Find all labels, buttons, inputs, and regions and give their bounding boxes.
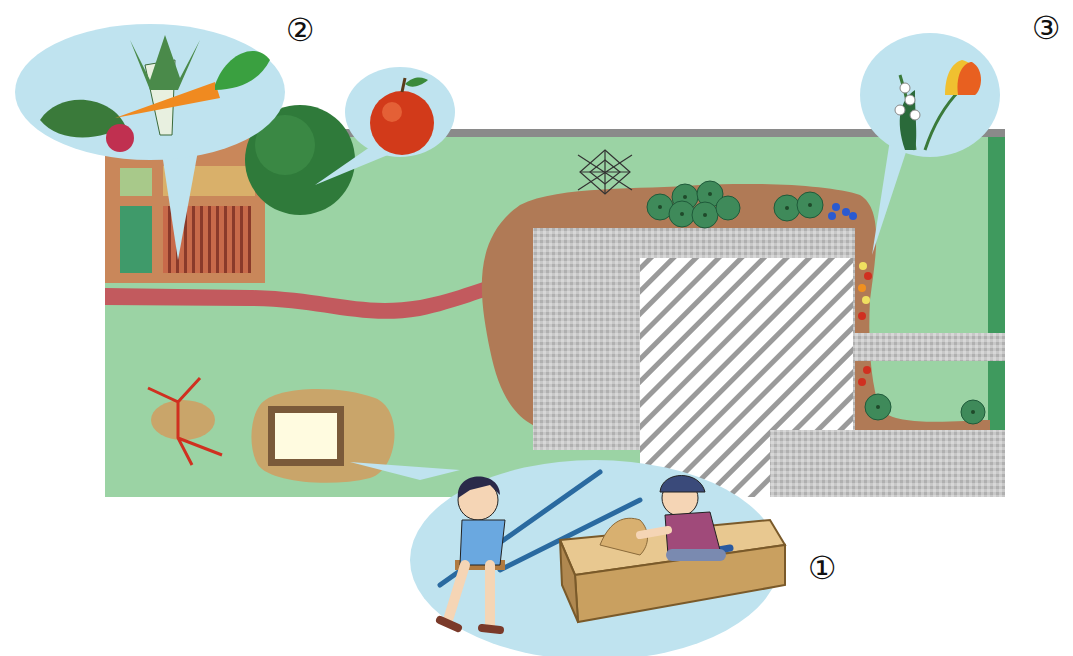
callout-number: ②	[286, 14, 315, 46]
callout-number: ①	[808, 552, 837, 584]
callout-number: ③	[1032, 12, 1061, 44]
